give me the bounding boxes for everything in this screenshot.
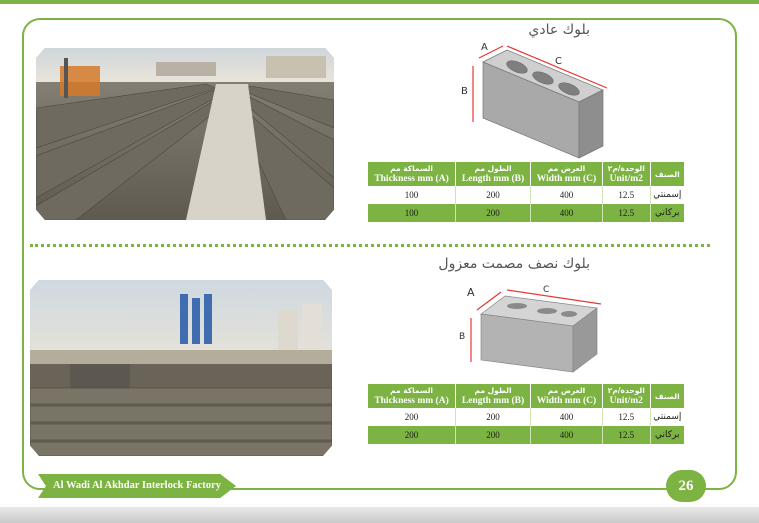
cell-width: 400: [530, 204, 603, 222]
page-number: 26: [666, 470, 706, 502]
cell-unit: 12.5: [602, 426, 651, 444]
top-accent-bar: [0, 0, 759, 4]
cell-type: إسمنتي: [650, 186, 684, 204]
dimension-label-b: B: [459, 332, 466, 342]
bottom-strip: [0, 507, 759, 523]
table-row: 100 200 400 12.5 بركاني: [368, 204, 684, 222]
cell-thickness: 100: [368, 186, 457, 204]
header-type: الصنف: [650, 384, 684, 408]
dimension-label-a: A: [467, 286, 475, 299]
dimension-label-b: B: [461, 86, 468, 97]
cell-thickness: 200: [368, 408, 457, 426]
section-title-insulated-block: بلوك نصف مصمت معزول: [438, 256, 590, 272]
regular-block-diagram: A C B: [455, 42, 615, 160]
insulated-block-diagram: A C B: [455, 282, 615, 378]
cell-type: بركاني: [650, 204, 684, 222]
cell-type: بركاني: [650, 426, 684, 444]
cell-length: 200: [455, 408, 532, 426]
table-row: 200 200 400 12.5 بركاني: [368, 426, 684, 444]
cell-thickness: 100: [368, 204, 457, 222]
table-row: 200 200 400 12.5 إسمنتي: [368, 408, 684, 426]
block-yard-photo-1: [36, 48, 334, 220]
page-frame: [22, 18, 737, 490]
cell-width: 400: [530, 426, 603, 444]
section-divider: [30, 244, 710, 247]
cell-thickness: 200: [368, 426, 457, 444]
dimension-label-c: C: [543, 285, 550, 295]
table-row: 100 200 400 12.5 إسمنتي: [368, 186, 684, 204]
cell-length: 200: [455, 204, 532, 222]
cell-unit: 12.5: [602, 186, 651, 204]
cell-unit: 12.5: [602, 408, 651, 426]
cell-unit: 12.5: [602, 204, 651, 222]
cell-width: 400: [530, 186, 603, 204]
dimension-label-a: A: [481, 42, 488, 53]
factory-name-ribbon: Al Wadi Al Akhdar Interlock Factory: [38, 474, 236, 498]
dimension-label-c: C: [555, 56, 562, 67]
header-type: الصنف: [650, 162, 684, 186]
block-yard-photo-2: [30, 280, 332, 456]
section-title-regular-block: بلوك عادي: [528, 22, 590, 38]
cell-type: إسمنتي: [650, 408, 684, 426]
cell-length: 200: [455, 186, 532, 204]
cell-length: 200: [455, 426, 532, 444]
cell-width: 400: [530, 408, 603, 426]
